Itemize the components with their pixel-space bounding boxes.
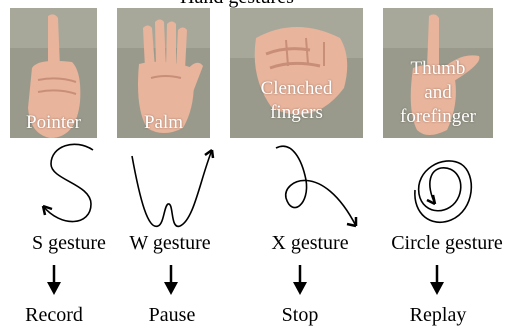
hand-label-thumb-line1: Thumb — [383, 58, 493, 80]
circle-gesture-icon — [385, 140, 505, 235]
hand-photo-palm: Palm — [117, 8, 210, 138]
action-label-replay: Replay — [398, 304, 478, 327]
hand-photo-clenched-fingers: Clenched fingers — [230, 8, 363, 138]
hand-label-thumb-line3: forefinger — [383, 106, 493, 128]
w-gesture-icon — [120, 140, 240, 235]
caption-text: Hand gestures — [180, 0, 294, 8]
gesture-label-s: S gesture — [14, 232, 124, 255]
down-arrow-icon — [293, 265, 307, 295]
gesture-label-circle: Circle gesture — [380, 232, 514, 255]
hand-label-clenched-line2: fingers — [230, 102, 363, 124]
action-label-record: Record — [14, 304, 94, 327]
figure-caption-fragment: Hand gestures — [0, 0, 516, 8]
s-gesture-icon — [15, 140, 135, 235]
hand-label-clenched-line1: Clenched — [230, 78, 363, 100]
down-arrow-icon — [430, 265, 444, 295]
action-label-pause: Pause — [132, 304, 212, 327]
action-label-stop: Stop — [260, 304, 340, 327]
x-gesture-icon — [262, 140, 382, 235]
down-arrow-icon — [47, 265, 61, 295]
gesture-label-w: W gesture — [118, 232, 222, 255]
down-arrow-icon — [164, 265, 178, 295]
hand-photo-thumb-forefinger: Thumb and forefinger — [383, 8, 493, 138]
hand-label-pointer: Pointer — [10, 112, 97, 134]
hand-label-palm: Palm — [117, 112, 210, 134]
gesture-label-x: X gesture — [256, 232, 364, 255]
hand-label-thumb-line2: and — [383, 82, 493, 104]
hand-photo-pointer: Pointer — [10, 8, 97, 138]
